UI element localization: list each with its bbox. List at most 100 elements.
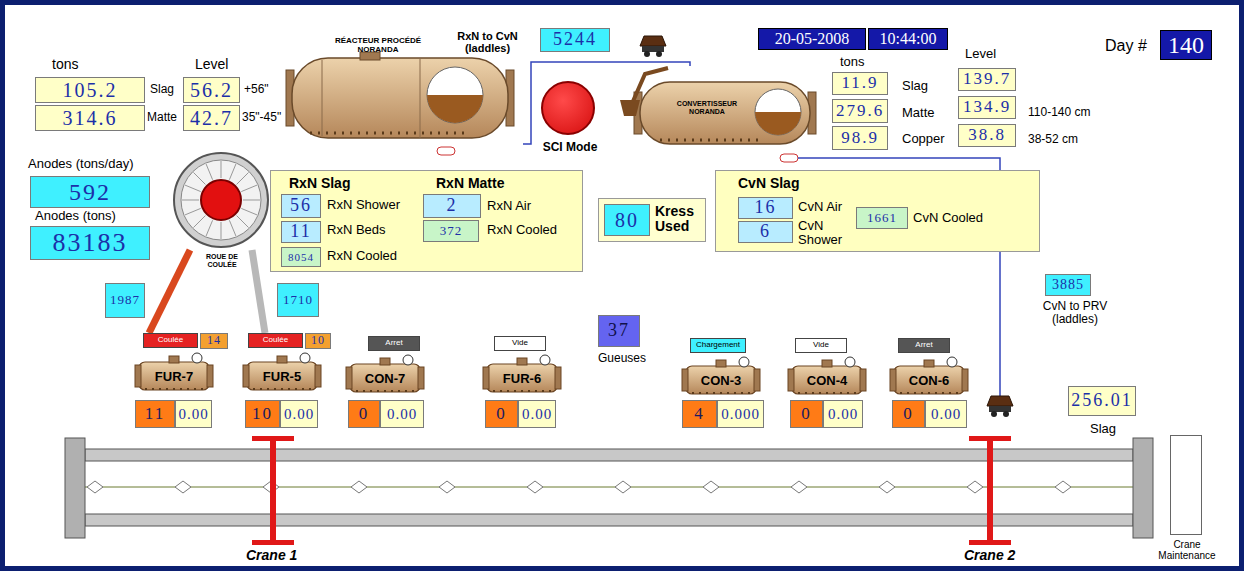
- wheel-mould: [237, 172, 249, 184]
- value-box: 10: [305, 333, 331, 349]
- value-box: 0.00: [280, 400, 318, 428]
- value-box: 5244: [540, 28, 610, 52]
- vessel: CON-7: [346, 354, 424, 396]
- caption-text: CvN Cooled: [913, 211, 983, 225]
- value-text: 372: [440, 224, 463, 238]
- ladle-car: [640, 36, 666, 57]
- value-text: 10: [252, 405, 273, 424]
- vessel: FUR-6: [483, 354, 561, 396]
- value-box: 1661: [856, 207, 908, 229]
- value-box: 16: [738, 197, 793, 219]
- value-text: Arret: [385, 339, 402, 348]
- value-text: FUR-7: [155, 370, 193, 384]
- value-box: 0: [485, 400, 518, 428]
- wheel-mould: [193, 216, 205, 228]
- value-text: CON-4: [807, 374, 847, 388]
- value-text: Coulée: [158, 336, 183, 345]
- wheel-mould: [221, 222, 222, 239]
- value-box: 0.00: [175, 400, 212, 428]
- field-label: 35"-45": [242, 111, 281, 124]
- value-text: 10:44:00: [880, 30, 937, 48]
- value-text: 1661: [867, 211, 897, 225]
- value-box: 11.9: [832, 72, 888, 95]
- status-tag: Coulée: [248, 333, 303, 348]
- value-box: 4: [682, 400, 717, 428]
- clock-box: 10:44:00: [868, 28, 948, 50]
- wheel-mould: [237, 216, 249, 228]
- field-label: Matte: [902, 106, 935, 120]
- status-tag: Vide: [494, 336, 546, 351]
- value-text: 16: [755, 198, 777, 218]
- field-label: 38-52 cm: [1028, 133, 1078, 146]
- caption-text: RxN Beds: [327, 223, 386, 237]
- value-text: 4: [694, 405, 705, 424]
- value-box: 0: [790, 400, 823, 428]
- value-box: 1987: [105, 283, 145, 318]
- value-box: 56: [281, 194, 321, 218]
- value-text: FUR-6: [503, 372, 541, 386]
- value-text: 0.00: [284, 406, 314, 423]
- field-label: tons: [52, 57, 78, 72]
- wheel-mould: [193, 172, 205, 184]
- value-text: FUR-5: [263, 370, 301, 384]
- value-text: 56.2: [190, 79, 233, 101]
- value-box: 0.000: [717, 400, 764, 428]
- value-box: 98.9: [832, 126, 888, 150]
- value-box: 38.8: [958, 124, 1016, 147]
- rail-marker: [175, 481, 191, 493]
- caption-text: Crane Maintenance: [1147, 539, 1227, 561]
- value-box: 37: [598, 315, 640, 347]
- caption-text: CvN Shower: [798, 219, 850, 248]
- value-text: 80: [615, 209, 639, 231]
- status-tag: Coulée: [143, 333, 198, 348]
- value-box: 80: [604, 204, 650, 236]
- caption-text: RxN Shower: [327, 198, 400, 212]
- value-box: 256.01: [1068, 386, 1136, 416]
- field-label: Level: [195, 57, 228, 72]
- value-text: 314.6: [63, 107, 118, 129]
- value-text: 592: [69, 179, 111, 205]
- value-text: 20-05-2008: [775, 30, 850, 48]
- wheel-mould: [229, 164, 236, 180]
- field-label: Gueuses: [598, 352, 646, 365]
- caption-text: CvN Slag: [738, 176, 799, 191]
- value-text: 56: [290, 196, 312, 216]
- casting-launder: [252, 250, 265, 333]
- value-box: 592: [30, 176, 150, 208]
- caption-text: RxN Cooled: [327, 249, 397, 263]
- value-text: CON-7: [365, 372, 405, 386]
- value-text: 140: [1168, 32, 1204, 58]
- value-text: 11: [145, 405, 165, 424]
- value-box: 0.00: [823, 400, 863, 428]
- value-text: Arret: [915, 341, 932, 350]
- value-text: 0.00: [828, 406, 858, 423]
- rail-marker: [791, 481, 807, 493]
- value-text: 1987: [110, 293, 140, 307]
- value-text: 139.7: [963, 70, 1011, 89]
- value-box: 14: [200, 333, 228, 349]
- screen-ground: [5, 5, 1239, 566]
- equipment: ROUE DE COULÉE: [170, 150, 272, 250]
- value-box: 3885: [1045, 274, 1091, 296]
- value-text: Vide: [813, 341, 829, 350]
- field-label: Level: [965, 47, 996, 61]
- field-label: Day #: [1105, 37, 1147, 55]
- status-tag: Vide: [795, 338, 847, 353]
- field-label: tons: [840, 55, 865, 69]
- value-text: 256.01: [1071, 391, 1133, 411]
- clock-box: 20-05-2008: [758, 28, 866, 50]
- value-text: 105.2: [63, 79, 118, 101]
- caption-text: ROUE DE COULÉE: [197, 253, 247, 268]
- caption-text: RxN Matte: [436, 176, 504, 191]
- rail-marker: [879, 481, 895, 493]
- value-box: 11: [135, 400, 175, 428]
- field-label: Slag: [1090, 422, 1116, 436]
- value-text: 0: [496, 405, 507, 424]
- field-label: Slag: [902, 79, 928, 93]
- caption-text: CONVERTISSEUR NORANDA: [672, 100, 742, 115]
- value-box: 42.7: [183, 105, 240, 131]
- vessel: CON-4: [788, 356, 866, 398]
- value-text: 83183: [53, 229, 128, 258]
- value-text: 5244: [553, 30, 597, 50]
